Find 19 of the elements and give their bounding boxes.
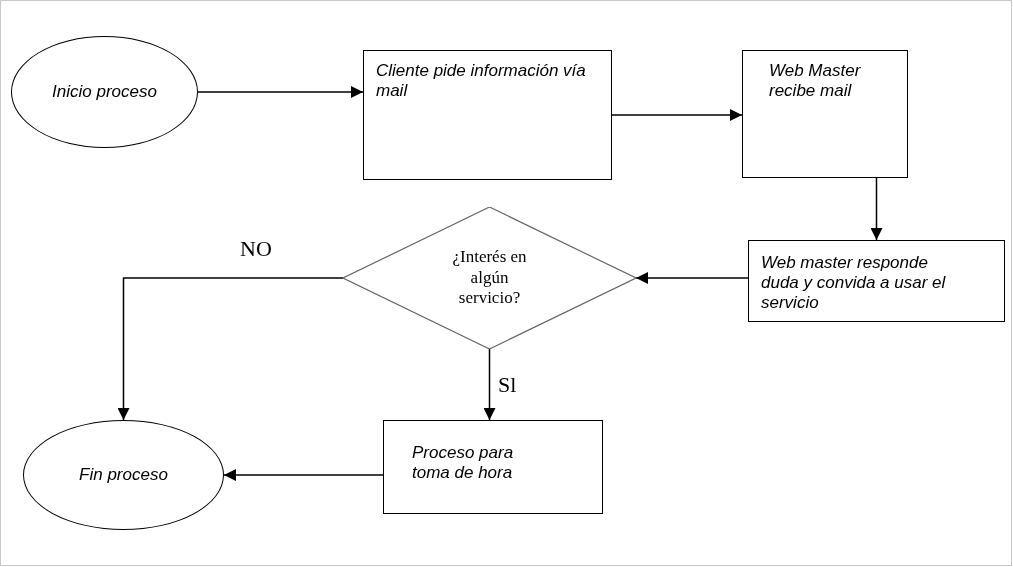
terminal-text: Inicio proceso xyxy=(52,82,157,102)
decision-text: ¿Interés en algún servicio? xyxy=(451,247,528,309)
process-box xyxy=(748,240,1005,322)
process-text: Web master responde duda y convida a usar el servicio xyxy=(761,253,947,313)
arrow xyxy=(483,348,496,421)
process-text: Web Master recibe mail xyxy=(769,61,862,101)
arrow xyxy=(611,109,743,121)
arrow xyxy=(197,86,364,98)
process-box xyxy=(742,50,908,178)
process-text: Cliente pide información vía mail xyxy=(376,61,587,101)
process-box xyxy=(363,50,612,180)
arrow xyxy=(870,177,883,241)
decision-diamond xyxy=(343,207,636,349)
arrow xyxy=(635,272,749,284)
process-text: Proceso para toma de hora xyxy=(412,443,515,483)
process-box xyxy=(383,420,603,514)
terminal-text: Fin proceso xyxy=(79,465,168,485)
arrow xyxy=(223,469,384,481)
arrow xyxy=(117,277,344,421)
